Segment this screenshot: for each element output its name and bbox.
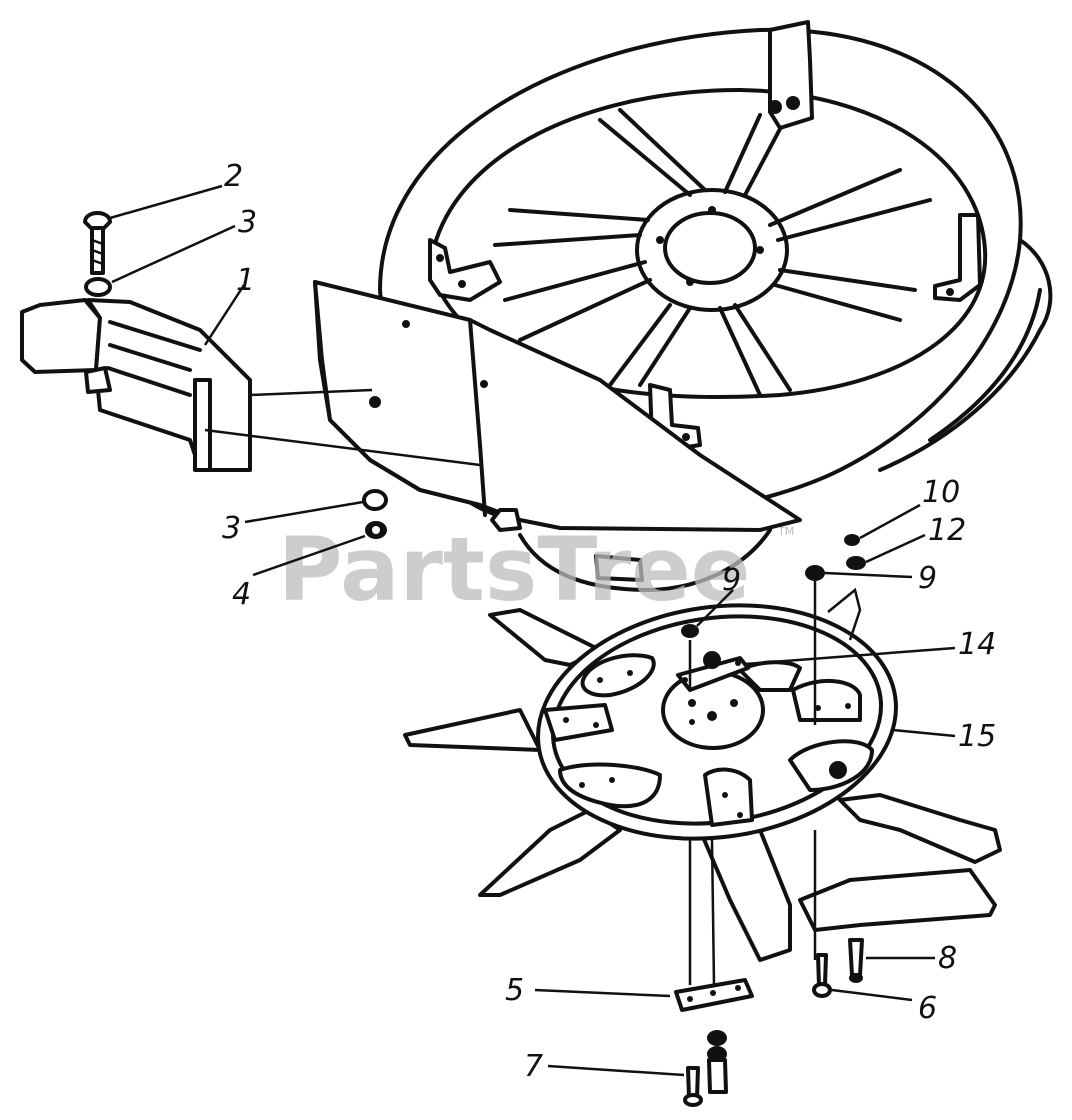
hidden-bracket-lines — [827, 587, 862, 641]
callout-6: 6 — [918, 991, 937, 1026]
callout-8: 8 — [938, 941, 957, 976]
bolt-part-2 — [83, 211, 112, 275]
washer-part-12 — [846, 556, 866, 570]
adapter-part-14 — [676, 651, 750, 692]
callout-7: 7 — [524, 1049, 543, 1084]
callout-2: 2 — [224, 159, 243, 194]
nut-part-4 — [365, 521, 387, 539]
leader-14 — [744, 646, 956, 666]
callout-9b: 9 — [918, 561, 937, 596]
callout-3a: 3 — [238, 205, 257, 240]
leader-7 — [547, 1064, 685, 1077]
leader-1 — [203, 284, 246, 346]
callout-5: 5 — [505, 973, 524, 1008]
callout-4: 4 — [232, 577, 251, 612]
leader-6 — [831, 988, 913, 1002]
callout-14: 14 — [958, 627, 996, 662]
leader-9a — [696, 589, 734, 627]
leader-12 — [865, 533, 926, 564]
bolt-axis-line-center — [710, 839, 716, 986]
leader-2 — [109, 184, 223, 220]
leader-5 — [534, 988, 671, 998]
washer-part-3-lower — [362, 489, 388, 511]
discharge-chute — [313, 280, 802, 592]
washer-part-3-top — [84, 277, 112, 297]
callout-15: 15 — [958, 719, 996, 754]
bolt-part-8 — [816, 938, 864, 987]
bolt-part-7 — [683, 1030, 728, 1107]
leader-4 — [252, 534, 366, 577]
leader-10 — [859, 503, 921, 540]
nut-part-9-right — [805, 565, 825, 581]
assembly-lines — [204, 388, 481, 467]
deflector-part-1 — [20, 298, 252, 472]
plate-part-5 — [674, 978, 754, 1012]
watermark-text: PartsTree — [278, 518, 750, 621]
blade-disc-part-15 — [403, 603, 1002, 962]
nut-part-10 — [844, 534, 860, 546]
nut-part-9-center — [681, 624, 699, 638]
leader-15 — [892, 728, 956, 738]
callout-3b: 3 — [222, 511, 241, 546]
callout-1: 1 — [236, 263, 255, 298]
leader-3b — [244, 500, 364, 524]
nut-part-6 — [812, 982, 832, 998]
leader-3a — [111, 224, 236, 284]
callout-9a: 9 — [722, 563, 741, 598]
callout-12: 12 — [928, 513, 966, 548]
leader-9b — [824, 571, 913, 579]
callout-10: 10 — [922, 475, 960, 510]
watermark-trademark: TM — [777, 525, 794, 538]
